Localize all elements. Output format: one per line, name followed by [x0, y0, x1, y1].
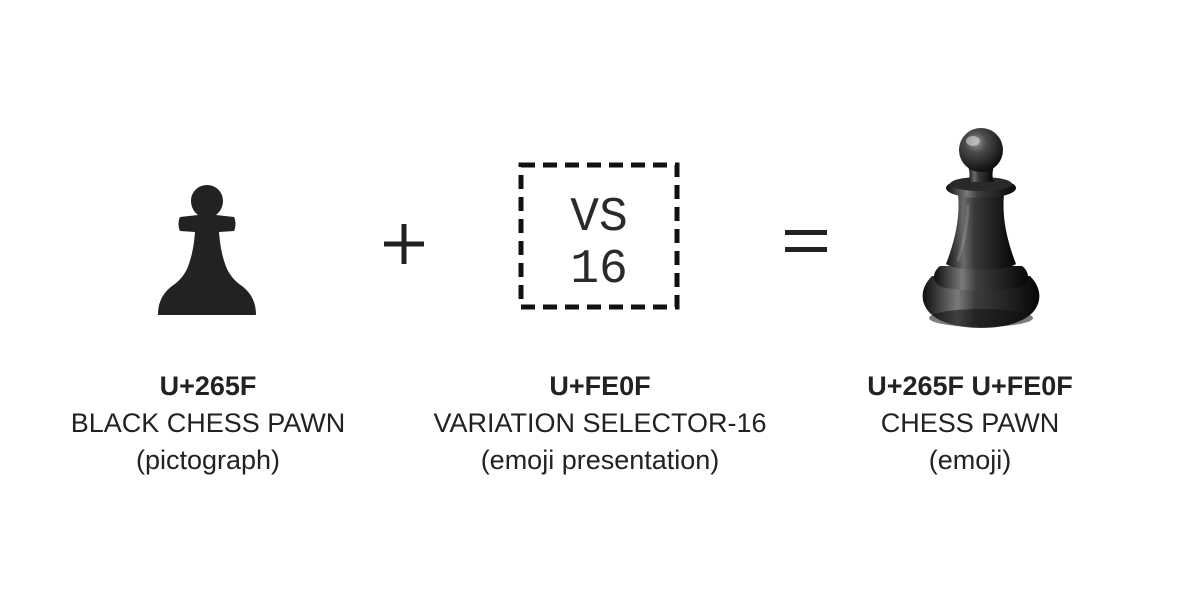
pictograph-name: BLACK CHESS PAWN — [70, 408, 346, 438]
vs16-box-line2: 16 — [570, 243, 628, 297]
emoji-name: CHESS PAWN — [880, 408, 1060, 438]
selector-name: VARIATION SELECTOR-16 — [433, 408, 767, 438]
pictograph-code: U+265F — [159, 371, 257, 401]
equals-sign — [785, 230, 827, 252]
pictograph-note: (pictograph) — [135, 445, 281, 475]
selector-note: (emoji presentation) — [480, 445, 720, 475]
caption-variation-selector: U+FE0F VARIATION SELECTOR-16 (emoji pres… — [400, 368, 800, 479]
emoji-note: (emoji) — [928, 445, 1012, 475]
chess-pawn-pictograph-icon — [158, 185, 256, 315]
variation-selector-box: VS 16 — [518, 162, 680, 310]
selector-code: U+FE0F — [549, 371, 651, 401]
caption-emoji: U+265F U+FE0F CHESS PAWN (emoji) — [820, 368, 1120, 479]
plus-sign — [384, 224, 424, 264]
emoji-code: U+265F U+FE0F — [867, 371, 1073, 401]
vs16-box-line1: VS — [570, 191, 628, 245]
chess-pawn-emoji-icon — [922, 128, 1040, 328]
caption-pictograph: U+265F BLACK CHESS PAWN (pictograph) — [40, 368, 376, 479]
